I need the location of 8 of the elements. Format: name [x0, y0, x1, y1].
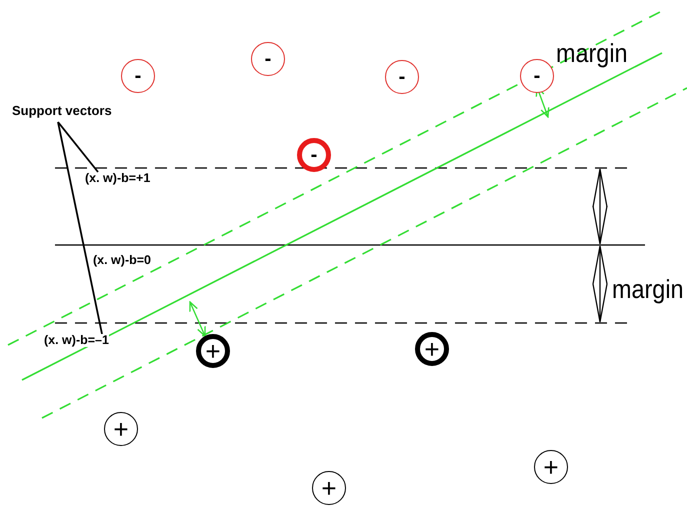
equation-label: (x. w)-b=0 — [93, 254, 151, 266]
equation-label: (x. w)-b=+1 — [85, 172, 150, 184]
margin-label: margin — [612, 276, 684, 302]
leader-line — [57, 122, 103, 334]
margin-label: margin — [556, 40, 628, 66]
callout-text: Support vectors — [12, 104, 112, 117]
leader-line — [57, 121, 99, 173]
equation-label: (x. w)-b=–1 — [44, 334, 109, 346]
